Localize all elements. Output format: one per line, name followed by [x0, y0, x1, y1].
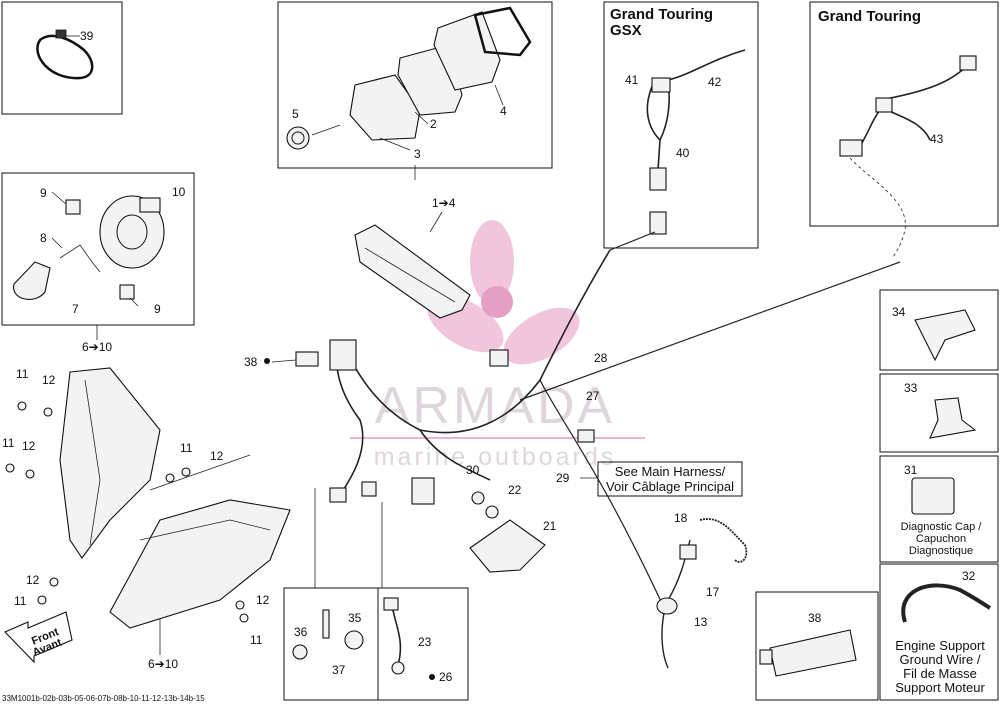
- diag-text-1: Diagnostic Cap /: [901, 521, 983, 533]
- harness-note-en: See Main Harness/: [615, 464, 726, 479]
- box-grand-touring: Grand Touring 43: [809, 1, 999, 227]
- box-gauge-assembly: 5 2 3 4 1➔4: [277, 1, 553, 233]
- callout-17: 17: [706, 585, 720, 599]
- main-harness-note: See Main Harness/ Voir Câblage Principal: [580, 461, 743, 497]
- clip-34: [914, 309, 976, 362]
- callout-1-to-4: 1➔4: [432, 196, 456, 210]
- watermark-tagline: marine outboards: [374, 443, 617, 471]
- callout-23: 23: [418, 635, 432, 649]
- callout-12-a: 12: [42, 373, 56, 387]
- sealant-tube: [769, 629, 857, 677]
- document-code: 33M1001b-02b-03b-05-06-07b-08b-10-11-12-…: [2, 694, 205, 703]
- callout-2: 2: [430, 117, 437, 131]
- box-push-rivet-33: 33: [879, 373, 999, 453]
- left-headlight-housing: [59, 367, 161, 559]
- callout-21: 21: [543, 519, 557, 533]
- callout-41: 41: [625, 73, 639, 87]
- callout-26: 26: [439, 670, 453, 684]
- ground-text-1: Engine Support: [895, 638, 985, 653]
- callout-33: 33: [904, 381, 918, 395]
- callout-12-e: 12: [256, 593, 270, 607]
- harness-note-fr: Voir Câblage Principal: [606, 479, 734, 494]
- gauge-housing: [433, 11, 501, 91]
- callout-30: 30: [466, 463, 480, 477]
- callout-6-to-10-bottom: 6➔10: [148, 657, 178, 671]
- callout-43: 43: [930, 132, 944, 146]
- callout-8: 8: [40, 231, 47, 245]
- callout-12-d: 12: [26, 573, 40, 587]
- ground-wire: [901, 583, 992, 623]
- callout-9-bottom: 9: [154, 302, 161, 316]
- front-arrow: Front Avant: [4, 611, 73, 664]
- callout-4: 4: [500, 104, 507, 118]
- bulb: [13, 261, 51, 300]
- callout-11-d: 11: [14, 594, 27, 608]
- gauge-small: [286, 126, 310, 150]
- box-grand-touring-gsx: Grand Touring GSX 41 42 40: [603, 1, 759, 249]
- callout-6-to-10-top: 6➔10: [82, 340, 112, 354]
- callout-27: 27: [586, 389, 600, 403]
- diag-text-2: Capuchon: [916, 533, 966, 545]
- harness-dash: [849, 157, 906, 259]
- reflector: [99, 195, 165, 269]
- box-ground-wire: 32 Engine Support Ground Wire / Fil de M…: [879, 563, 999, 701]
- right-headlight-housing: [109, 499, 291, 629]
- callout-29: 29: [556, 471, 570, 485]
- callout-18: 18: [674, 511, 688, 525]
- instrument-cluster: [354, 224, 471, 319]
- callout-3: 3: [414, 147, 421, 161]
- ground-text-3: Fil de Masse: [903, 666, 977, 681]
- callout-32: 32: [962, 569, 976, 583]
- box-headlight: 9 10 8 7 9: [1, 172, 195, 326]
- module-21: [469, 519, 546, 573]
- box-strap: 39: [1, 1, 123, 115]
- ground-text-4: Support Moteur: [895, 680, 985, 695]
- box-sensors: 36 35 37: [283, 488, 379, 701]
- callout-9-top: 9: [40, 186, 47, 200]
- gauge-gasket: [473, 6, 532, 57]
- box-clip-34: 34: [879, 289, 999, 371]
- callout-11-e: 11: [250, 633, 263, 647]
- callout-36: 36: [294, 625, 308, 639]
- gauge-bezel: [349, 74, 421, 141]
- callout-39: 39: [80, 29, 94, 43]
- gsx-title-line1: Grand Touring: [610, 6, 713, 23]
- main-harness: [339, 249, 611, 434]
- callout-5: 5: [292, 107, 299, 121]
- gsx-title-line2: GSX: [610, 22, 642, 39]
- box-sensor-23: 23 26: [377, 502, 469, 701]
- callout-40: 40: [676, 146, 690, 160]
- callout-31: 31: [904, 463, 918, 477]
- callout-22: 22: [508, 483, 522, 497]
- callout-12-c: 12: [210, 449, 224, 463]
- ground-text-2: Ground Wire /: [900, 652, 981, 667]
- callout-11-a: 11: [16, 367, 29, 381]
- callout-7: 7: [72, 302, 79, 316]
- callout-28: 28: [594, 351, 608, 365]
- diag-text-3: Diagnostique: [909, 545, 973, 557]
- callout-34: 34: [892, 305, 906, 319]
- gt-title: Grand Touring: [818, 8, 921, 25]
- callout-38-sealant: 38: [808, 611, 822, 625]
- box-sealant-38: 38: [755, 591, 879, 701]
- callout-10: 10: [172, 185, 186, 199]
- coil-cord: [699, 518, 748, 563]
- callout-11-c: 11: [180, 441, 193, 455]
- callout-11-b: 11: [2, 436, 15, 450]
- callout-38-center: 38: [244, 355, 258, 369]
- callout-12-b: 12: [22, 439, 36, 453]
- callout-13: 13: [694, 615, 708, 629]
- box-diagnostic-cap: 31 Diagnostic Cap / Capuchon Diagnostiqu…: [879, 455, 999, 563]
- callout-35: 35: [348, 611, 362, 625]
- watermark-brand: ARMADA: [375, 377, 615, 435]
- push-rivet-33: [929, 397, 977, 439]
- diagnostic-cap: [911, 477, 955, 515]
- callout-37: 37: [332, 663, 346, 677]
- callout-42: 42: [708, 75, 722, 89]
